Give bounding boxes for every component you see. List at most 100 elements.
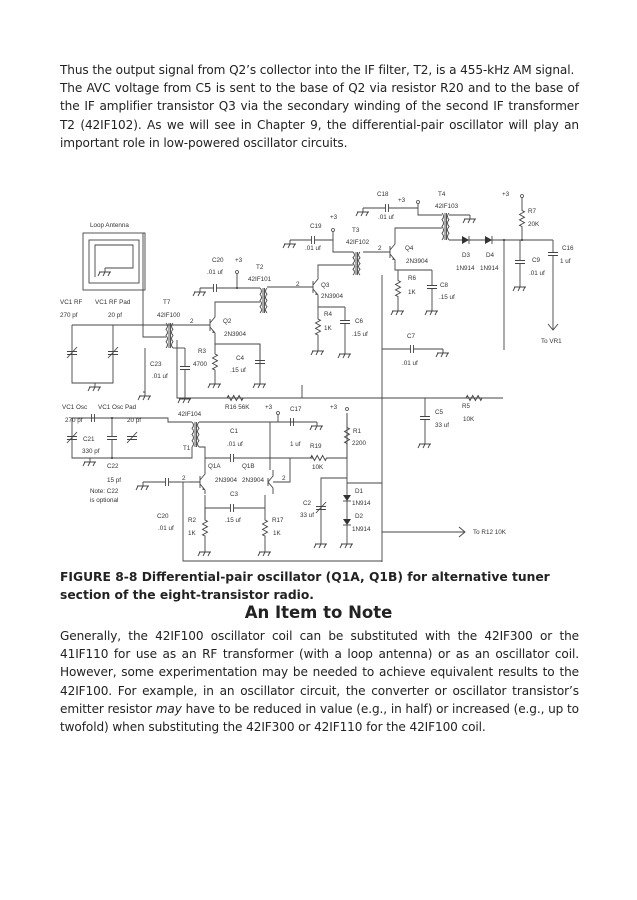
schematic-label: C19 (310, 223, 322, 230)
schematic-label: C16 (562, 245, 574, 252)
coil (259, 287, 262, 314)
schematic-label: C20 (157, 513, 169, 520)
wire (320, 477, 347, 540)
schematic-label: C6 (355, 318, 364, 325)
body-text-2: have to be reduced in value (e.g., in ha… (60, 701, 579, 735)
resistor (314, 307, 322, 347)
schematic-label: T2 (256, 264, 264, 271)
arrow-icon (547, 323, 559, 331)
schematic-label: 15 pf (107, 477, 121, 484)
schematic-label: T3 (352, 227, 360, 234)
wire (394, 227, 442, 240)
variable-capacitor (107, 346, 119, 359)
junction (236, 287, 238, 289)
schematic-label: .01 uf (529, 270, 545, 277)
wire (143, 348, 146, 393)
schematic-label: 20 pf (127, 417, 141, 424)
variable-capacitor (66, 431, 78, 444)
schematic-label: C5 (435, 409, 444, 416)
schematic-label: 42IF100 (157, 312, 181, 319)
schematic-label: .01 uf (402, 360, 418, 367)
ground-symbol (87, 383, 101, 392)
ground-symbol (424, 307, 438, 316)
junction (111, 457, 113, 459)
schematic-label: R2 (188, 517, 197, 524)
wire (273, 458, 291, 483)
intro-text: Thus the output signal from Q2’s collect… (60, 61, 579, 152)
schematic-label: .01 uf (227, 441, 243, 448)
resistor (343, 413, 351, 458)
coil (265, 287, 268, 314)
capacitor (72, 414, 112, 422)
schematic-label: C18 (377, 191, 389, 198)
schematic-label: .15 uf (352, 331, 368, 338)
schematic-label: 1K (408, 289, 417, 296)
ground-symbol (257, 548, 271, 557)
ground-symbol (309, 422, 323, 431)
diode (485, 236, 492, 244)
schematic-label: 2 (378, 245, 382, 252)
schematic-label: R4 (324, 311, 333, 318)
resistor (445, 394, 503, 402)
schematic-label: R5 (462, 403, 471, 410)
ground-symbol (135, 482, 149, 491)
schematic-label: VC1 Osc Pad (98, 404, 137, 411)
diode (343, 519, 351, 525)
coil (441, 212, 444, 241)
schematic-label: is optional (90, 497, 118, 504)
resistor (394, 270, 402, 307)
capacitor (107, 418, 117, 458)
schematic-label: D1 (355, 488, 364, 495)
ground-symbol (512, 283, 526, 292)
schematic-label: 2N3904 (224, 331, 247, 338)
schematic-label: VC1 RF Pad (95, 299, 131, 306)
schematic-label: C1 (230, 428, 239, 435)
schematic-label: R17 (272, 517, 284, 524)
capacitor (278, 418, 317, 426)
schematic-label: 1N914 (480, 265, 499, 272)
schematic-label: +3 (265, 404, 273, 411)
schematic-label: .15 uf (439, 294, 455, 301)
schematic-label: 2N3904 (406, 258, 429, 265)
wire (317, 299, 345, 308)
schematic-label: .01 uf (207, 269, 223, 276)
resistor (261, 508, 269, 548)
ground-symbol (177, 395, 191, 404)
transistor (380, 240, 396, 264)
schematic-label: To VR1 (541, 338, 562, 345)
emitter-arrow (392, 257, 395, 260)
capacitor (255, 344, 265, 380)
capacitor (382, 345, 443, 353)
emitter-arrow (202, 487, 205, 490)
schematic-label: R3 (198, 348, 207, 355)
ground-symbol (137, 392, 151, 401)
transistor (303, 275, 319, 299)
wire (417, 203, 442, 216)
wire (182, 482, 382, 562)
schematic-label: 42IF103 (435, 203, 459, 210)
body-emphasis: may (155, 701, 182, 716)
capacitor (205, 454, 290, 462)
schematic-label: 1K (273, 530, 282, 537)
capacitor (200, 284, 260, 292)
transistor (200, 313, 216, 337)
schematic-label: R19 (310, 443, 322, 450)
schematic-label: Q1B (242, 463, 255, 470)
figure-caption: FIGURE 8-8 Differential-pair oscillator … (60, 570, 550, 602)
schematic-label: T4 (438, 191, 446, 198)
schematic-label: 2 (182, 475, 186, 482)
schematic-label: 1N914 (352, 500, 371, 507)
schematic-label: C9 (532, 257, 541, 264)
transistor (267, 470, 274, 494)
capacitor (420, 398, 430, 440)
coil (191, 421, 194, 448)
schematic-label: VC1 Osc (62, 404, 87, 411)
schematic-label: +3 (330, 404, 338, 411)
schematic-label: 20K (528, 221, 540, 228)
schematic-label: +3 (398, 197, 406, 204)
ground-symbol (207, 380, 221, 389)
schematic-label: T7 (163, 299, 171, 306)
schematic-label: 4700 (193, 361, 208, 368)
schematic-label: R6 (408, 275, 417, 282)
